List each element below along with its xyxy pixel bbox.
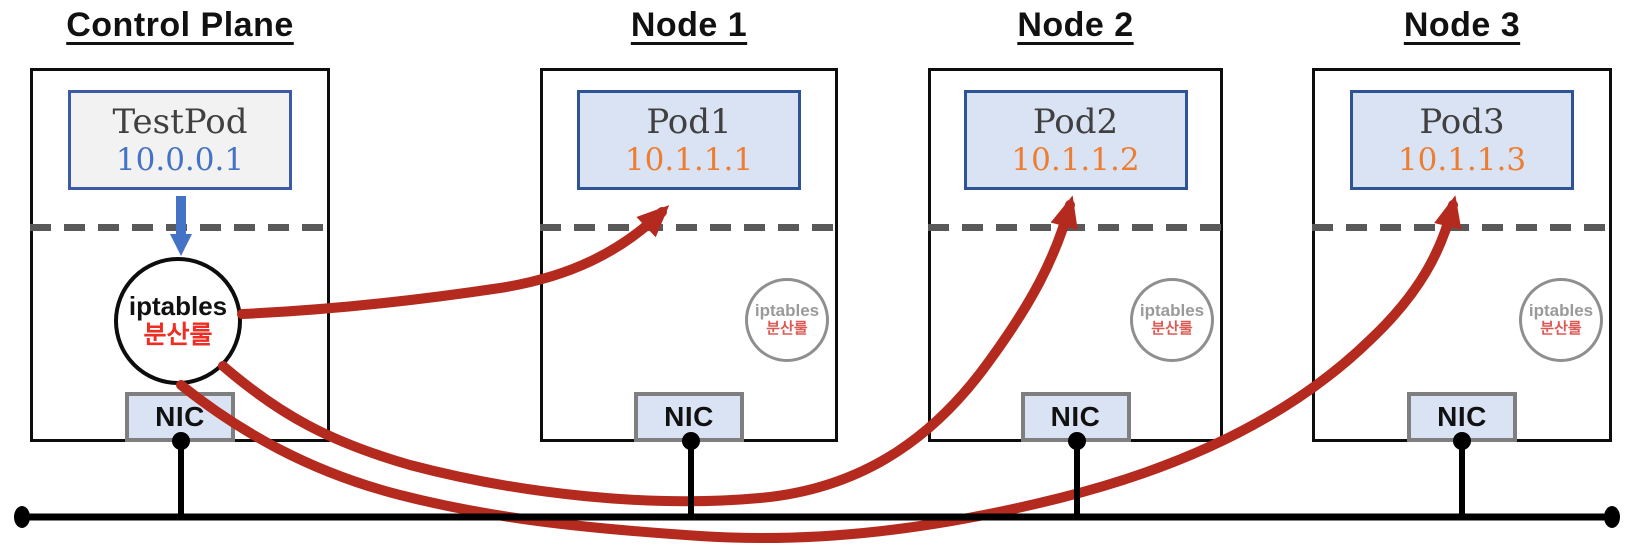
- pod-ip: 10.1.1.1: [624, 141, 754, 178]
- nic-box: NIC: [1407, 392, 1517, 442]
- pod-box-pod1: Pod1 10.1.1.1: [577, 90, 801, 190]
- pod-box-pod3: Pod3 10.1.1.3: [1350, 90, 1574, 190]
- namespace-divider: [928, 224, 1223, 231]
- nic-box: NIC: [125, 392, 235, 442]
- pod-name: Pod3: [1419, 101, 1505, 142]
- node-title: Node 1: [630, 6, 748, 44]
- iptables-label: iptables: [128, 291, 228, 322]
- pod-name: TestPod: [112, 101, 248, 142]
- pod-box-testpod: TestPod 10.0.0.1: [68, 90, 292, 190]
- iptables-subtitle-korean: 분산룰: [1540, 320, 1582, 338]
- nic-box: NIC: [1020, 392, 1131, 442]
- iptables-subtitle-korean: 분산룰: [1151, 320, 1193, 338]
- pod-name: Pod2: [1032, 101, 1119, 142]
- bus-endpoint-left: [14, 506, 30, 528]
- iptables-label: iptables: [1139, 300, 1205, 320]
- iptables-label: iptables: [1528, 300, 1594, 320]
- iptables-subtitle-korean: 분산룰: [766, 320, 808, 338]
- nic-label: NIC: [155, 401, 205, 432]
- iptables-circle-active: iptables 분산룰: [114, 257, 242, 385]
- node-group-control-plane: Control Plane TestPod 10.0.0.1 iptables …: [30, 0, 330, 560]
- pod-ip: 10.0.0.1: [115, 141, 245, 178]
- node-group-node1: Node 1 Pod1 10.1.1.1 iptables 분산룰 NIC: [540, 0, 838, 560]
- node-group-node3: Node 3 Pod3 10.1.1.3 iptables 분산룰 NIC: [1312, 0, 1612, 560]
- namespace-divider: [30, 224, 330, 231]
- nic-label: NIC: [1437, 401, 1487, 432]
- nic-box: NIC: [634, 392, 744, 442]
- node-title: Node 2: [1017, 6, 1134, 44]
- node-group-node2: Node 2 Pod2 10.1.1.2 iptables 분산룰 NIC: [928, 0, 1223, 560]
- pod-ip: 10.1.1.2: [1011, 141, 1140, 178]
- iptables-label: iptables: [754, 300, 820, 320]
- iptables-circle-inactive: iptables 분산룰: [1130, 278, 1214, 362]
- pod-box-pod2: Pod2 10.1.1.2: [963, 90, 1188, 190]
- nic-label: NIC: [1050, 401, 1101, 432]
- namespace-divider: [540, 224, 838, 231]
- node-title: Control Plane: [66, 6, 294, 44]
- pod-ip: 10.1.1.3: [1397, 141, 1527, 178]
- iptables-subtitle-korean: 분산룰: [143, 320, 213, 349]
- pod-name: Pod1: [646, 101, 732, 142]
- iptables-circle-inactive: iptables 분산룰: [1519, 278, 1603, 362]
- iptables-circle-inactive: iptables 분산룰: [745, 278, 829, 362]
- node-title: Node 3: [1403, 6, 1521, 44]
- nic-label: NIC: [664, 401, 714, 432]
- namespace-divider: [1312, 224, 1612, 231]
